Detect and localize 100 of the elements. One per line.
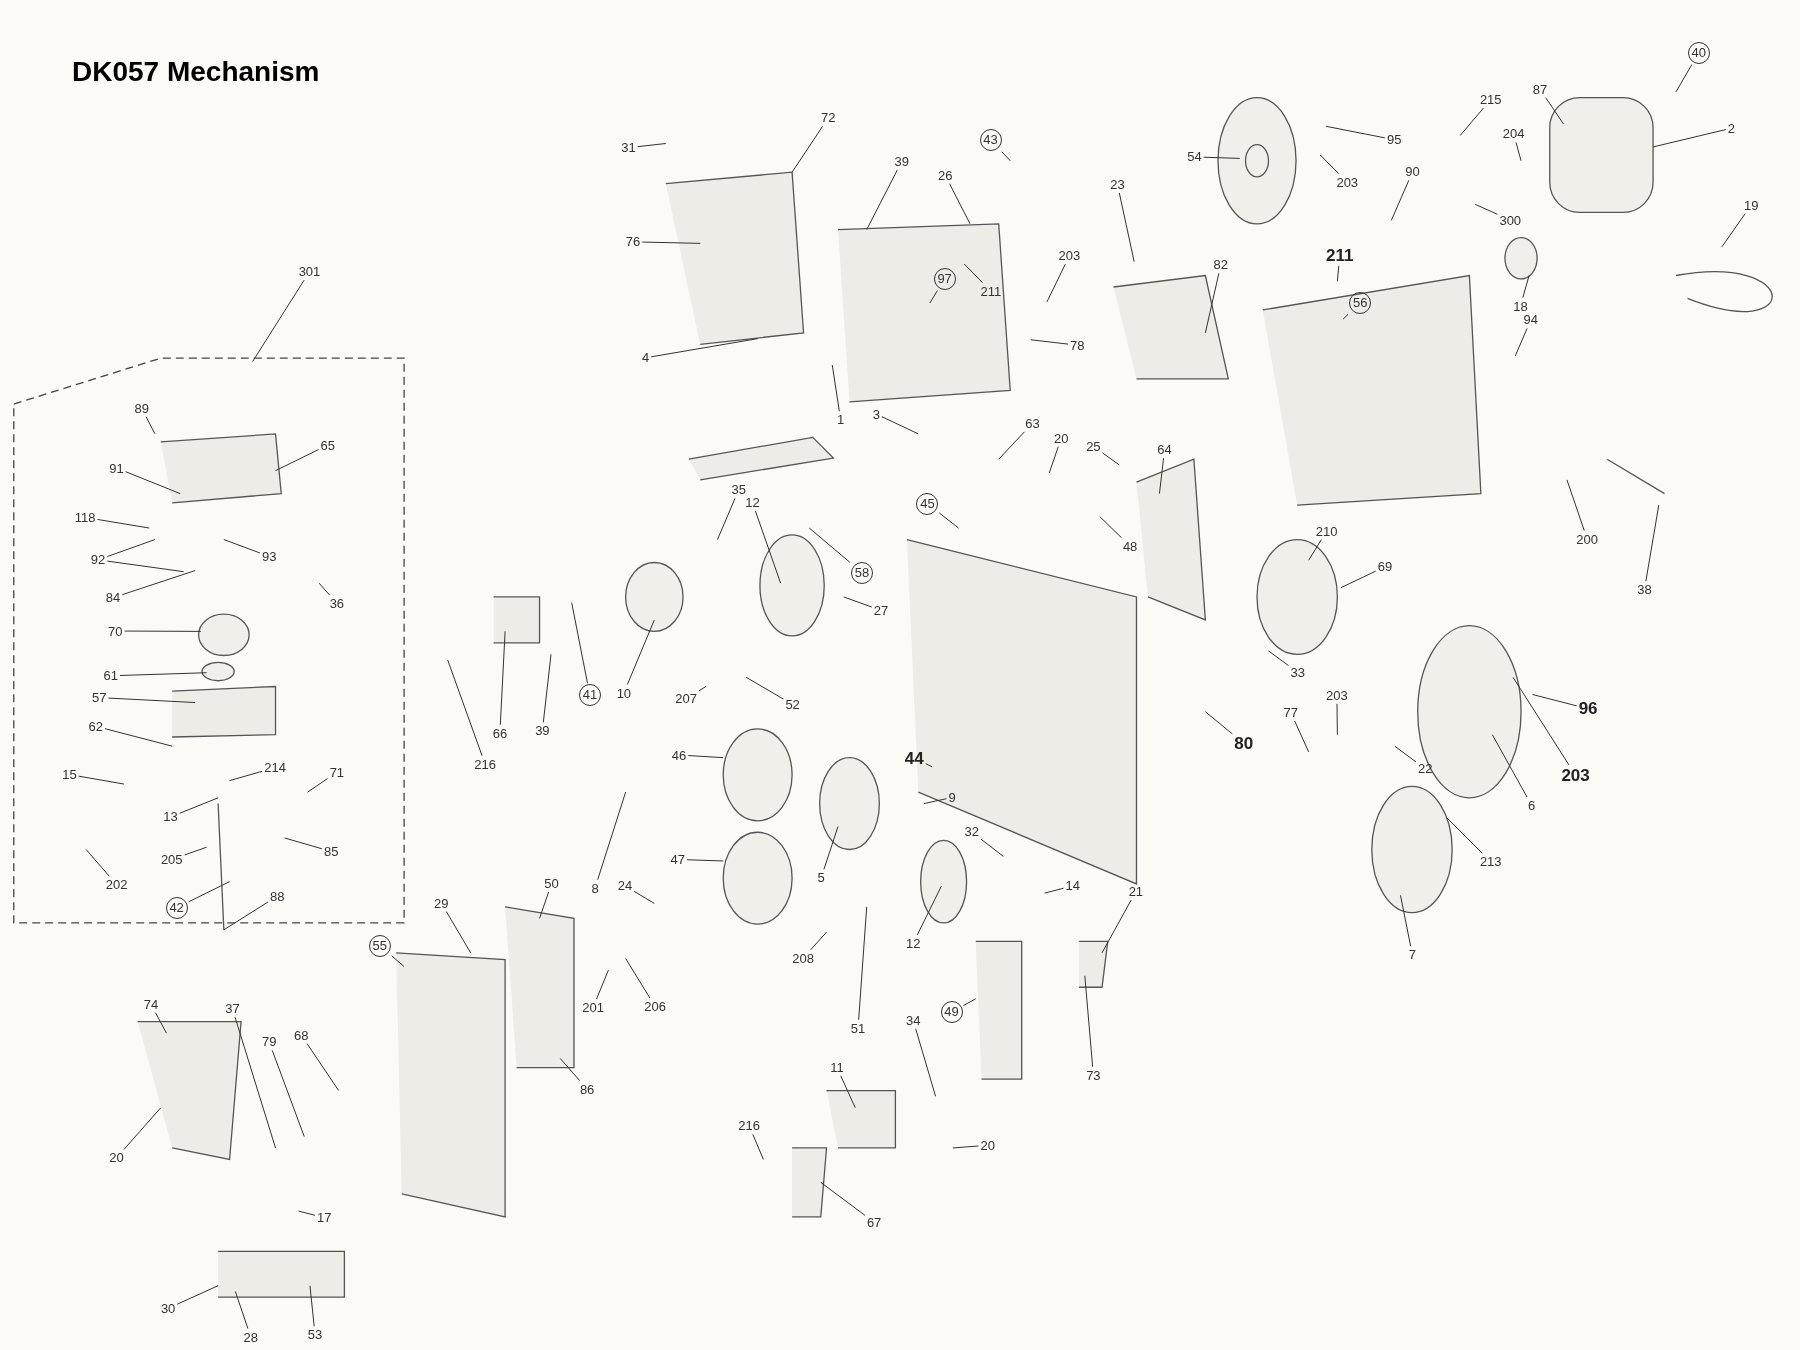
callout-number: 54 (1186, 149, 1203, 165)
leader-line (307, 778, 329, 793)
leader-line (597, 791, 627, 881)
callout-number: 68 (293, 1027, 310, 1043)
leader-line (1294, 720, 1310, 753)
callout-number: 30 (159, 1300, 177, 1316)
callout-number: 86 (578, 1081, 596, 1097)
leader-line (716, 497, 736, 541)
callout-number: 15 (61, 767, 78, 782)
callout-number: 28 (242, 1329, 259, 1345)
leader-line (1084, 975, 1094, 1068)
leader-line (1445, 816, 1483, 854)
leader-line (1514, 327, 1528, 357)
leader-line (391, 955, 405, 968)
callout-number: 39 (534, 723, 551, 739)
leader-line (188, 881, 231, 903)
leader-line (1158, 457, 1165, 495)
leader-line (106, 560, 185, 573)
callout-number: 71 (328, 764, 346, 780)
leader-line (831, 364, 840, 412)
callout-number: 7 (1407, 947, 1417, 963)
callout-number: 20 (108, 1150, 125, 1166)
callout-number: 93 (260, 548, 278, 564)
callout-number: 87 (1531, 81, 1549, 97)
callout-number: 1 (836, 412, 846, 428)
callout-number: 13 (162, 809, 179, 825)
leader-line (1566, 479, 1585, 532)
leader-line (823, 826, 839, 870)
leader-line (1048, 446, 1059, 474)
leader-line (1102, 452, 1120, 466)
leader-line (234, 1016, 276, 1149)
callout-number: 67 (865, 1214, 883, 1230)
callout-number: 17 (316, 1210, 333, 1226)
callout-number: 19 (1742, 197, 1760, 213)
leader-line (843, 596, 873, 608)
callout-number: 203 (1560, 765, 1591, 785)
callout-number: 21 (1127, 884, 1145, 900)
callout-number: 211 (979, 283, 1003, 299)
callout-number: 210 (1314, 523, 1339, 539)
callout-number: 12 (744, 494, 761, 510)
leader-line (650, 338, 759, 358)
leader-line (542, 653, 552, 723)
leader-line (1459, 107, 1484, 136)
leader-line (1675, 64, 1693, 93)
callout-number: 39 (893, 154, 910, 169)
callout-number: 18 (1512, 298, 1529, 314)
leader-line (184, 846, 208, 856)
leader-line (980, 838, 1004, 857)
leader-line (1532, 694, 1578, 707)
callout-number: 52 (784, 697, 801, 712)
leader-line (1515, 141, 1522, 162)
leader-line (858, 906, 868, 1021)
callout-number: 20 (1053, 430, 1070, 446)
leader-line (1721, 213, 1746, 248)
callout-number: 69 (1376, 559, 1394, 575)
leader-line (1491, 734, 1528, 798)
leader-line (179, 797, 219, 814)
callout-number: 84 (104, 590, 122, 606)
callout-number: 61 (102, 668, 119, 684)
callout-number: 82 (1212, 257, 1230, 273)
leader-line (499, 630, 506, 726)
leader-line (559, 1057, 581, 1082)
callout-number: 33 (1289, 664, 1306, 680)
leader-line (223, 539, 261, 554)
callout-number: 47 (669, 851, 687, 867)
callout-number: 91 (108, 460, 125, 476)
leader-line (1325, 125, 1386, 139)
callout-number: 216 (737, 1118, 761, 1134)
callout-number: 89 (133, 400, 150, 416)
leader-line (808, 527, 851, 563)
callout-number: 203 (1057, 248, 1082, 264)
leader-line (176, 1285, 219, 1305)
leader-line (698, 686, 707, 692)
callout-number: 11 (829, 1059, 845, 1075)
leader-line (1001, 151, 1011, 162)
leader-line (306, 1043, 340, 1092)
callout-number: 118 (73, 509, 97, 525)
leader-line (1046, 263, 1066, 303)
leader-line (916, 885, 942, 936)
leader-line (85, 849, 110, 877)
callout-number: 62 (87, 718, 105, 734)
leader-line (949, 183, 971, 225)
leader-line (78, 775, 125, 785)
leader-line (1652, 129, 1727, 148)
leader-line (124, 630, 202, 632)
callout-number: 6 (1527, 798, 1537, 813)
callout-number: 92 (89, 552, 107, 568)
leader-line (925, 763, 933, 768)
leader-line (1342, 313, 1349, 320)
leader-line (1268, 650, 1289, 667)
leader-line (1308, 539, 1322, 561)
leader-line (745, 676, 784, 700)
leader-line (1400, 894, 1412, 947)
leader-line (97, 518, 150, 529)
callout-number: 94 (1522, 312, 1539, 328)
callout-number: 50 (543, 876, 560, 892)
leader-line (123, 1107, 162, 1150)
leader-line (938, 512, 960, 529)
leader-line (866, 169, 898, 231)
leader-line (952, 1145, 980, 1149)
